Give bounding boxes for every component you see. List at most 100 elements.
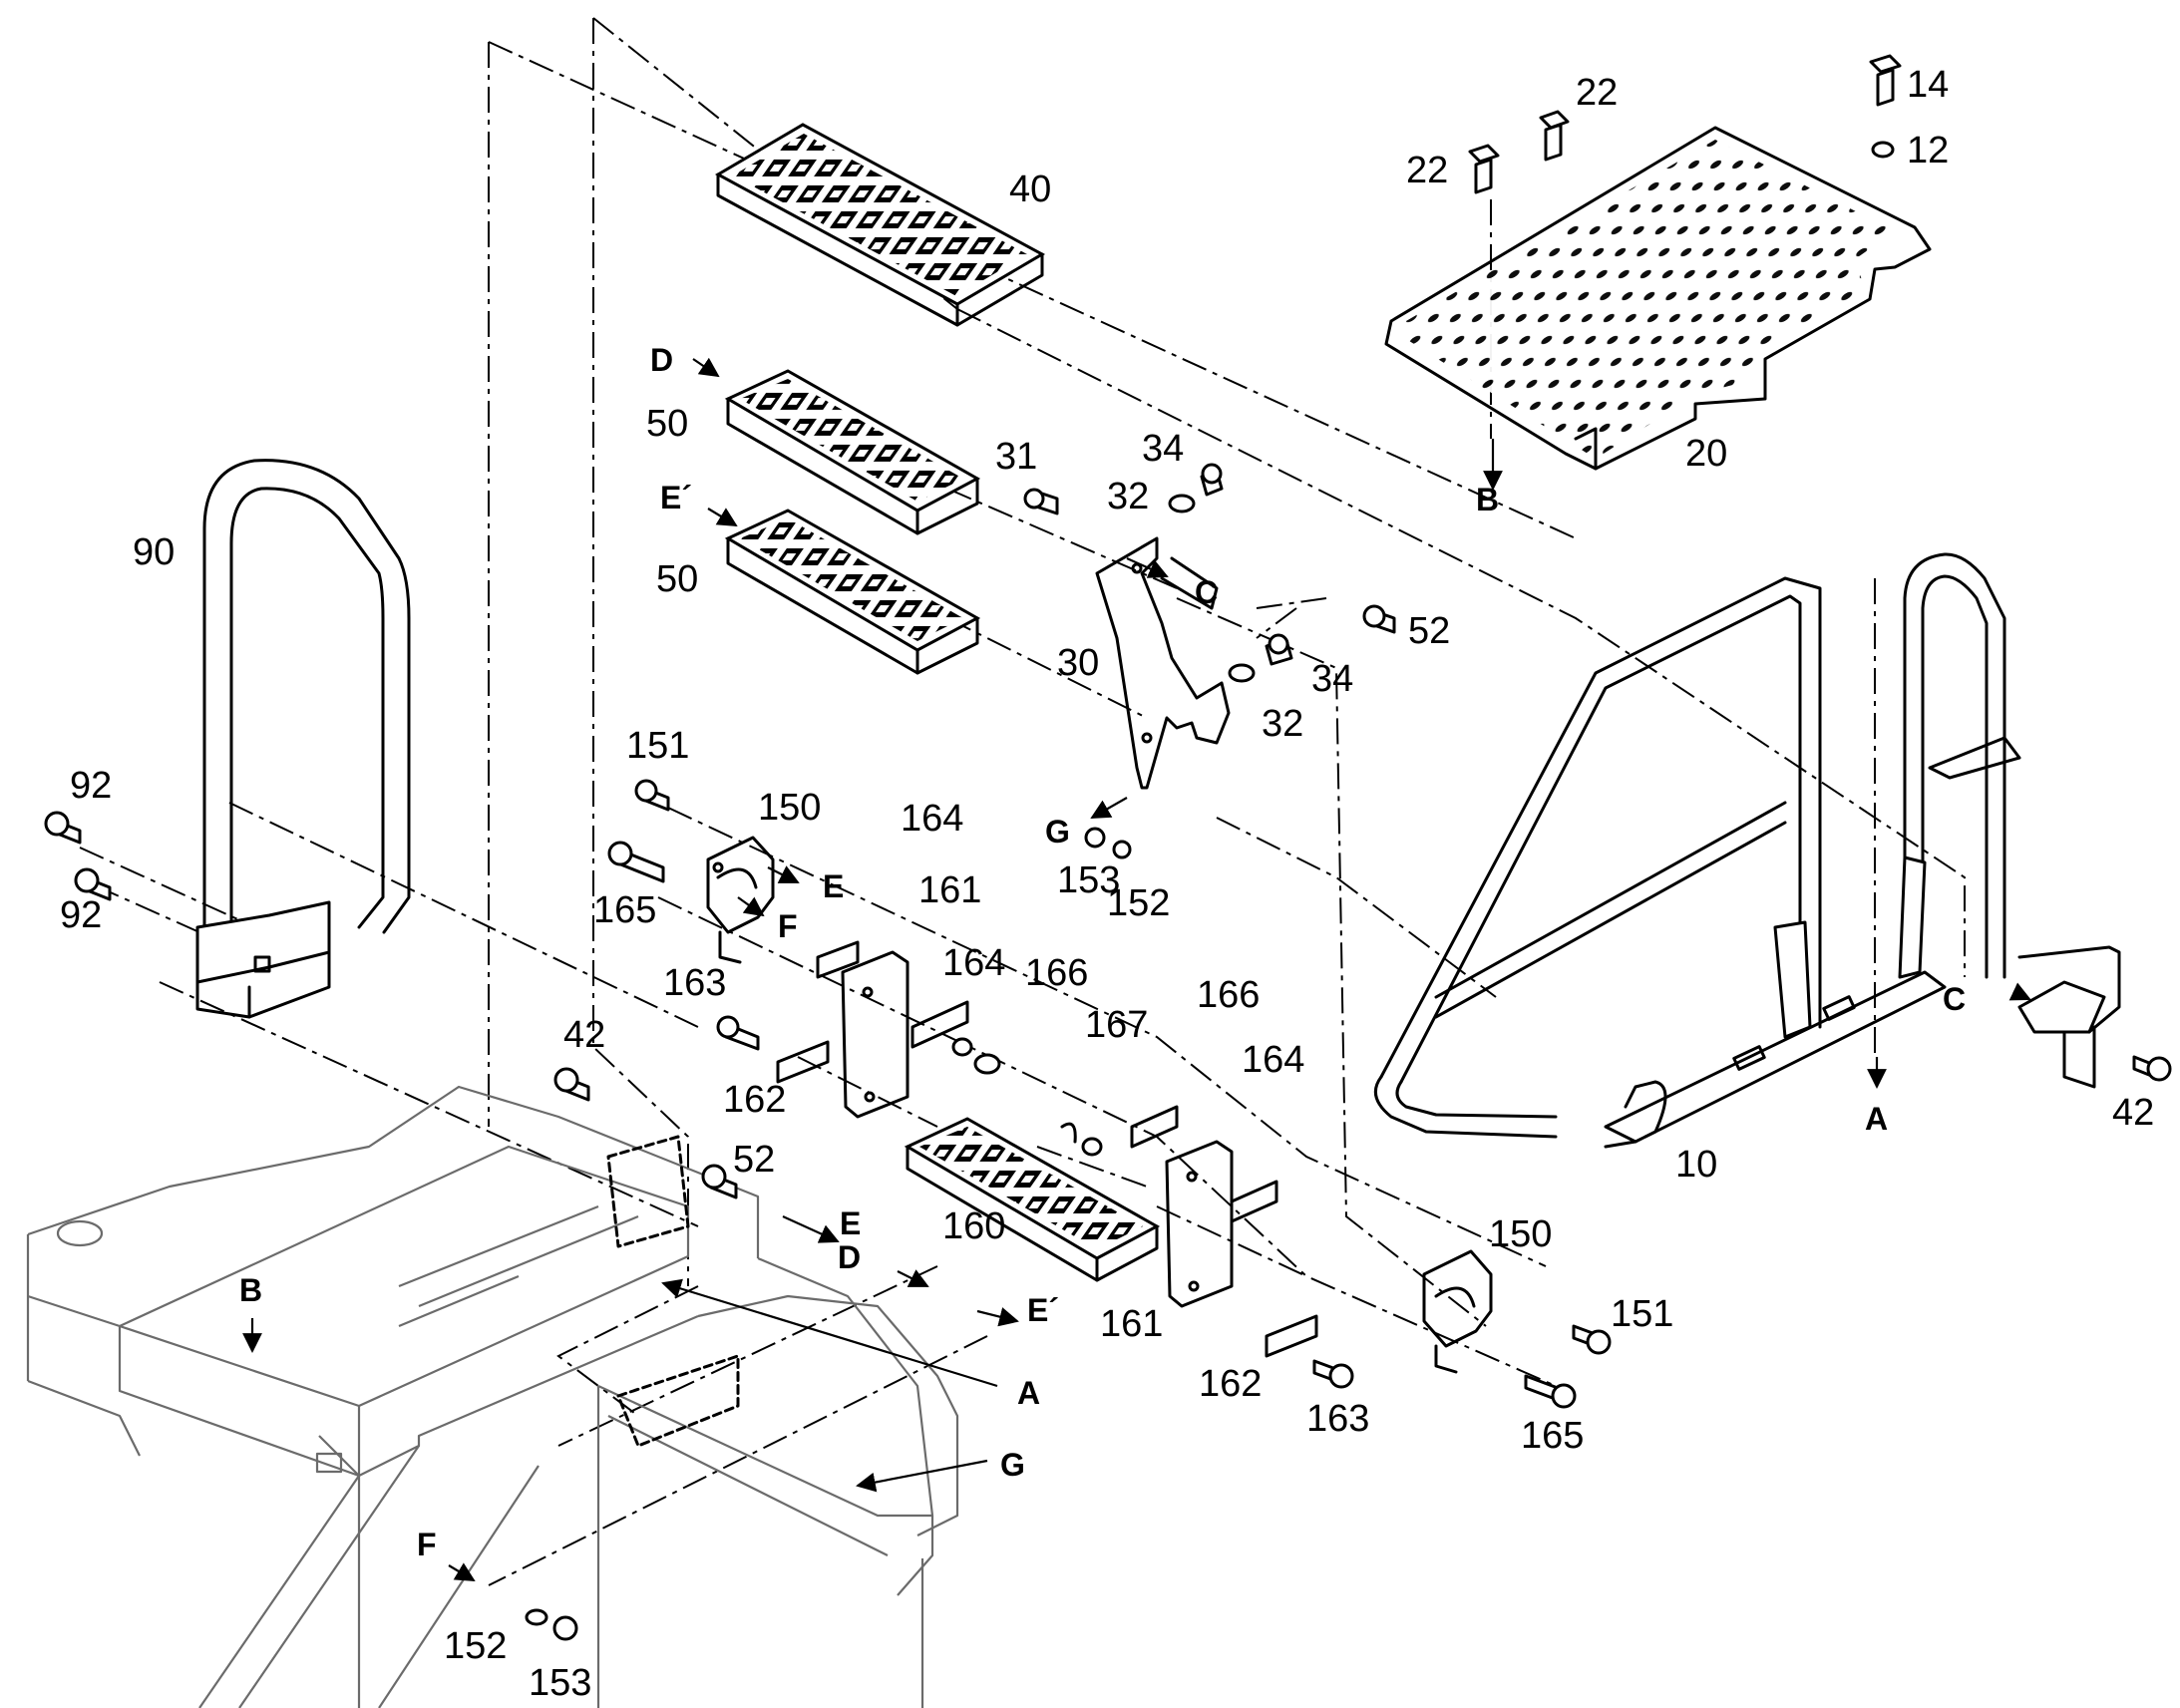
bolt-42-right-icon	[2132, 1055, 2172, 1082]
label-150a: 150	[758, 787, 821, 829]
label-22b: 22	[1406, 150, 1448, 191]
label-161a: 161	[918, 869, 981, 911]
part-number-labels: 14 12 22 22 40 20 50 50 31 34 32 90 30 5…	[60, 64, 2154, 1704]
bolt-31-icon	[1023, 488, 1059, 515]
label-42b: 42	[2112, 1092, 2154, 1134]
label-165a: 165	[593, 889, 656, 931]
bolt-14-icon	[1869, 54, 1902, 107]
label-164b: 164	[942, 942, 1005, 984]
bolt-34-upper-icon	[1200, 463, 1224, 497]
step-grate-40	[714, 123, 1046, 327]
label-162a: 162	[723, 1079, 786, 1121]
bolt-52-lower-icon	[701, 1164, 738, 1199]
label-162b: 162	[1199, 1363, 1262, 1405]
washer-166-right-icon	[1081, 1137, 1103, 1157]
label-151b: 151	[1611, 1293, 1673, 1335]
shims	[776, 940, 1318, 1358]
label-163b: 163	[1306, 1398, 1369, 1440]
washer-12-icon	[1871, 141, 1895, 159]
letter-G-upper: G	[1045, 814, 1070, 850]
nut-166-left-icon	[951, 1037, 1001, 1075]
label-12: 12	[1907, 130, 1949, 171]
label-50a: 50	[646, 403, 688, 445]
step-grate-160	[904, 1117, 1161, 1282]
letter-F-upper: F	[778, 908, 798, 944]
label-52a: 52	[1408, 610, 1450, 652]
label-20: 20	[1685, 433, 1727, 475]
nut-153-bottom-icon	[552, 1615, 578, 1641]
bolt-52-upper-icon	[1362, 604, 1396, 634]
washer-152-bottom-icon	[525, 1608, 548, 1626]
washer-153-nut-icon	[1084, 827, 1132, 859]
bolt-165-right-icon	[1524, 1374, 1577, 1409]
label-152a: 152	[1107, 882, 1170, 924]
letter-E-upper: E	[823, 868, 844, 904]
label-52b: 52	[733, 1139, 775, 1181]
reference-arrows	[242, 357, 2031, 1582]
reference-letter-labels: B D E´ C E F G C A B E D E´ A G F	[239, 342, 1966, 1562]
label-31: 31	[995, 436, 1037, 478]
washer-32-lower-icon	[1228, 663, 1256, 683]
label-90: 90	[133, 531, 175, 573]
label-161b: 161	[1100, 1303, 1163, 1345]
letter-E-prime-lower: E´	[1027, 1292, 1059, 1328]
bolt-34-lower-icon	[1265, 633, 1293, 666]
clip-167-icon	[1060, 1122, 1077, 1144]
letter-D-lower: D	[838, 1239, 861, 1275]
label-14: 14	[1907, 64, 1949, 106]
bolt-92-upper-icon	[44, 811, 82, 845]
letter-F-lower: F	[417, 1527, 437, 1562]
bolt-163-right-icon	[1312, 1359, 1354, 1389]
label-34b: 34	[1311, 658, 1353, 700]
label-42a: 42	[563, 1014, 605, 1056]
mount-plate-150-right	[1422, 1249, 1493, 1374]
label-166a: 166	[1025, 952, 1088, 994]
label-163a: 163	[663, 962, 726, 1004]
bolt-42-left-icon	[553, 1067, 590, 1102]
letter-C-right: C	[1943, 981, 1966, 1017]
label-152b: 152	[444, 1625, 507, 1667]
letter-E-lower: E	[840, 1205, 861, 1241]
label-164c: 164	[1242, 1039, 1304, 1081]
label-151a: 151	[626, 725, 689, 767]
label-22a: 22	[1576, 72, 1618, 114]
label-10: 10	[1675, 1144, 1717, 1186]
handrail-frame-10	[1373, 552, 2121, 1149]
step-grate-50-upper	[724, 369, 981, 535]
label-92a: 92	[70, 765, 112, 807]
letter-A-right: A	[1865, 1101, 1888, 1137]
machine-body	[26, 1085, 959, 1708]
bolt-151-right-icon	[1572, 1324, 1612, 1355]
fasteners	[44, 54, 2172, 1641]
bolt-22-right-icon	[1539, 110, 1570, 162]
mount-plate-150-left	[706, 836, 775, 964]
label-40: 40	[1009, 169, 1051, 210]
letter-E-prime-upper: E´	[660, 480, 692, 515]
label-167: 167	[1085, 1004, 1148, 1046]
letter-A-body: A	[1017, 1375, 1040, 1411]
bracket-30	[1095, 536, 1231, 790]
washer-32-upper-icon	[1168, 494, 1196, 513]
platform-plate-20	[1384, 126, 1932, 471]
bolt-165-left-icon	[607, 841, 665, 883]
label-160: 160	[942, 1205, 1005, 1247]
label-164a: 164	[901, 798, 963, 840]
letter-G-body: G	[1000, 1447, 1025, 1483]
handrail-90	[195, 459, 411, 1019]
bolt-163-left-icon	[716, 1015, 760, 1051]
label-32a: 32	[1107, 476, 1149, 517]
label-32b: 32	[1262, 703, 1303, 745]
bolt-92-lower-icon	[74, 867, 112, 901]
label-30: 30	[1057, 642, 1099, 684]
label-150b: 150	[1489, 1213, 1552, 1255]
letter-D-upper: D	[650, 342, 673, 378]
label-165b: 165	[1521, 1415, 1584, 1457]
label-50b: 50	[656, 558, 698, 600]
label-166b: 166	[1197, 974, 1260, 1016]
label-34a: 34	[1142, 428, 1184, 470]
letter-C-upper: C	[1195, 574, 1218, 610]
step-grate-50-lower	[724, 509, 981, 675]
bolt-151-left-icon	[634, 779, 670, 812]
label-92b: 92	[60, 894, 102, 936]
letter-B-top: B	[1476, 482, 1499, 517]
